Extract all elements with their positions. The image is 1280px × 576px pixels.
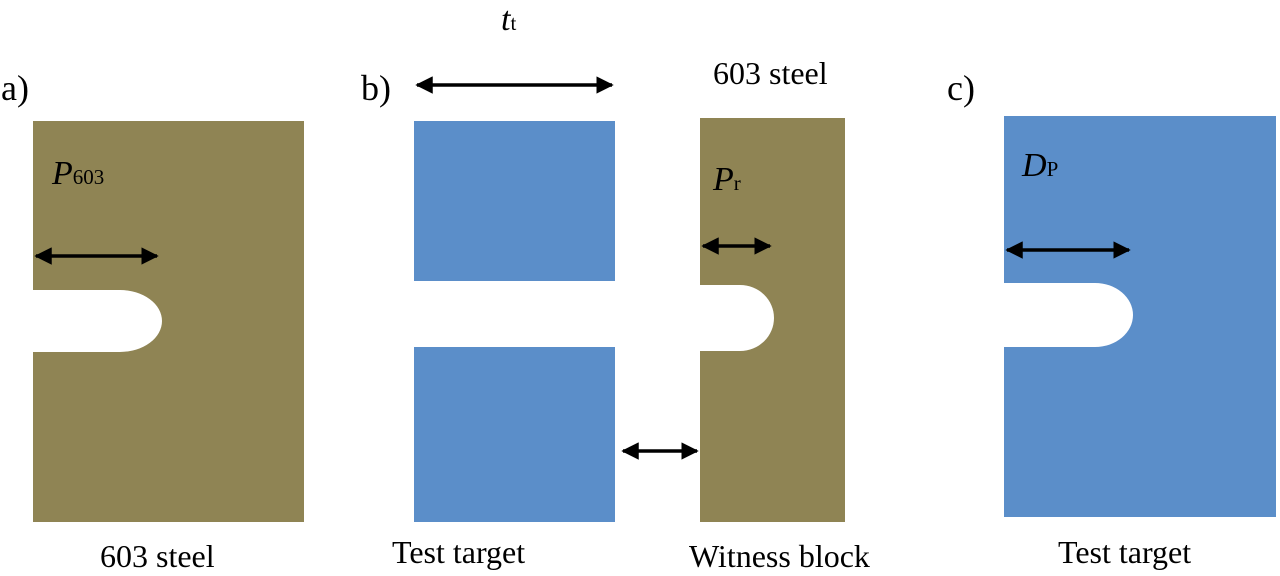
steel-block-a — [33, 121, 304, 522]
symbol-dp-main: D — [1022, 147, 1047, 184]
test-target-block-c — [1004, 116, 1276, 517]
symbol-dp: DP — [1022, 149, 1058, 183]
test-target-lower — [414, 347, 615, 522]
panel-label-b: b) — [361, 68, 391, 108]
symbol-pr-sub: r — [733, 171, 741, 195]
test-target-upper — [414, 121, 615, 281]
symbol-tt-main: t — [501, 1, 511, 38]
symbol-p603-sub: 603 — [72, 165, 105, 189]
caption-test-target-b: Test target — [392, 534, 526, 570]
witness-block — [700, 118, 845, 522]
symbol-dp-sub: P — [1046, 157, 1059, 181]
panel-label-a: a) — [1, 68, 29, 108]
symbol-p603: P603 — [52, 157, 104, 191]
caption-witness-block: Witness block — [689, 538, 870, 574]
symbol-pr-main: P — [713, 161, 734, 198]
symbol-pr: Pr — [713, 163, 741, 197]
panel-label-c: c) — [947, 68, 975, 108]
symbol-tt: tt — [501, 3, 516, 37]
caption-603-steel-top: 603 steel — [713, 55, 828, 91]
caption-test-target-c: Test target — [1058, 534, 1192, 570]
symbol-tt-sub: t — [510, 11, 517, 35]
symbol-p603-main: P — [52, 155, 73, 192]
caption-603-steel-a: 603 steel — [100, 538, 215, 574]
